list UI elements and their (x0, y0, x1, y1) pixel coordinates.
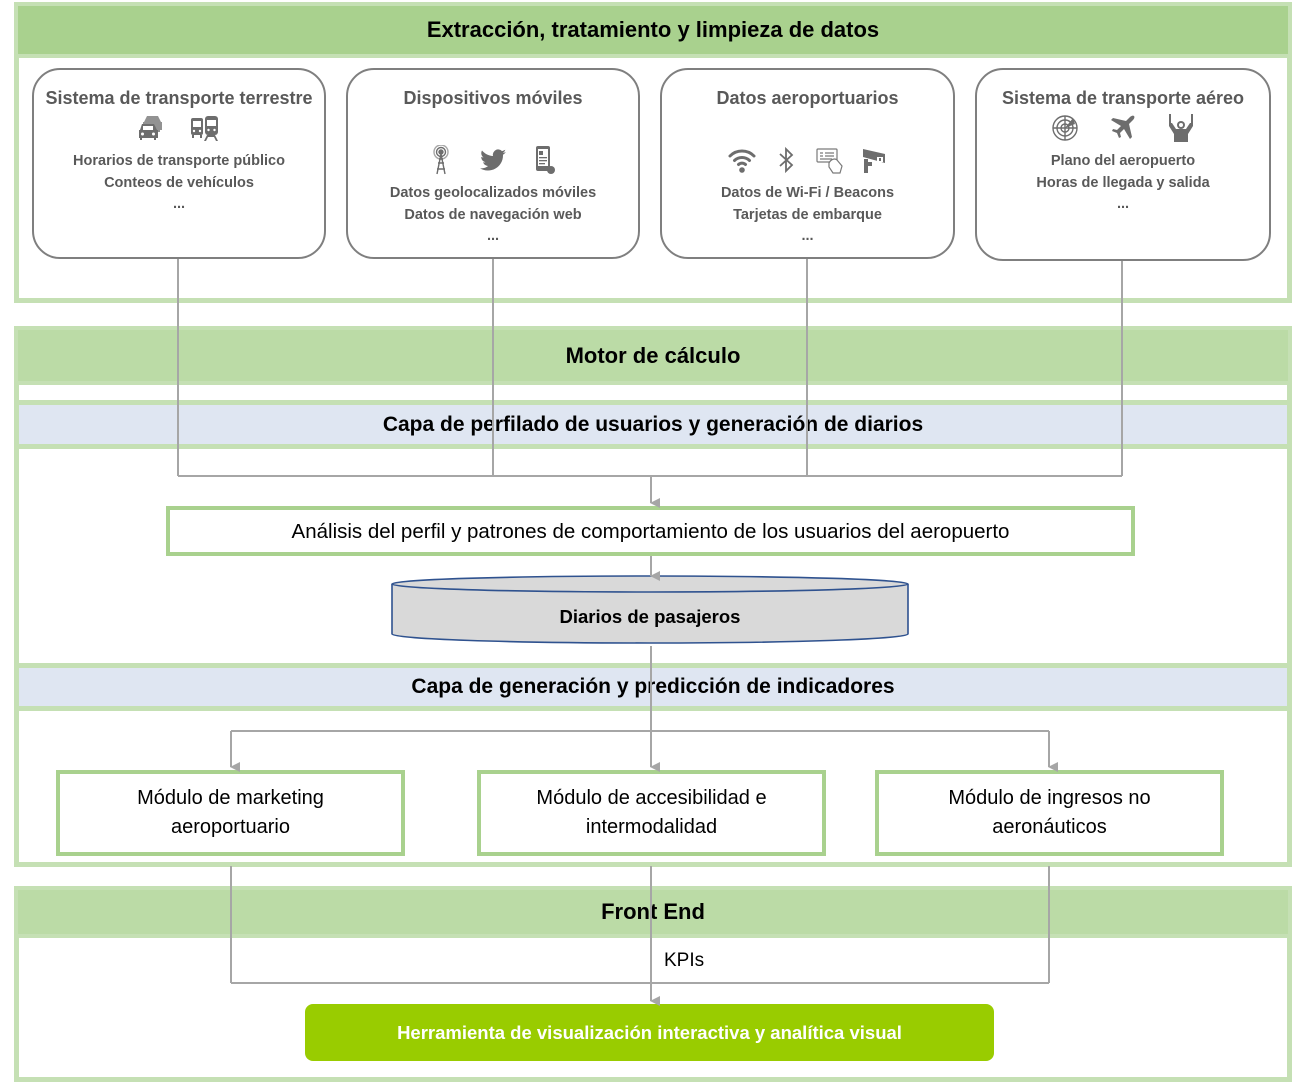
module-line: intermodalidad (585, 816, 718, 838)
profiling-layer-band: Capa de perfilado de usuarios y generaci… (14, 400, 1292, 449)
indicators-layer-title: Capa de generación y predicción de indic… (411, 675, 895, 698)
source-line: Horarios de transporte público (73, 153, 285, 169)
source-box-mobile-devices: Dispositivos móviles Datos geolocalizado… (346, 68, 640, 259)
passenger-diaries-database (391, 575, 909, 644)
frontend-title: Front End (601, 899, 705, 924)
source-line: Conteos de vehículos (104, 175, 254, 191)
radar-icon (1050, 113, 1080, 148)
analysis-box: Análisis del perfil y patrones de compor… (166, 506, 1135, 556)
source-line-ellipsis: ... (1116, 196, 1130, 212)
source-line: Datos geolocalizados móviles (389, 185, 597, 201)
kpis-label: KPIs (664, 950, 705, 971)
analysis-text: Análisis del perfil y patrones de compor… (291, 519, 1010, 543)
twitter-bird-icon (478, 145, 508, 180)
visualization-tool-label: Herramienta de visualización interactiva… (397, 1021, 902, 1043)
source-title: Datos aeroportuarios (716, 88, 899, 108)
indicators-layer-band: Capa de generación y predicción de indic… (14, 663, 1292, 711)
security-camera-icon (859, 145, 889, 180)
module-line: aeronáuticos (992, 816, 1107, 838)
module-line: Módulo de ingresos no (948, 787, 1151, 809)
source-line-ellipsis: ... (172, 196, 186, 212)
source-box-airport-data: Datos aeroportuarios Datos de Wi-Fi / Be… (660, 68, 955, 259)
car-traffic-icon (138, 113, 168, 148)
module-line: Módulo de accesibilidad e (536, 787, 767, 809)
boarding-card-icon (815, 145, 845, 180)
source-line: Horas de llegada y salida (1036, 175, 1210, 191)
bluetooth-icon (771, 145, 801, 180)
mobile-touch-icon (530, 145, 560, 180)
module-line: aeroportuario (171, 816, 290, 838)
source-box-air-transport: Sistema de transporte aéreo Plano del ae… (975, 68, 1271, 261)
module-accessibility: Módulo de accesibilidad e intermodalidad (477, 770, 826, 856)
source-title: Sistema de transporte aéreo (1001, 88, 1245, 108)
extraction-title: Extracción, tratamiento y limpieza de da… (426, 17, 880, 42)
database-top (391, 575, 909, 593)
source-line-ellipsis: ... (486, 228, 500, 244)
engine-title: Motor de cálculo (565, 342, 741, 368)
database-label: Diarios de pasajeros (559, 606, 741, 627)
module-line: Módulo de marketing (137, 787, 324, 809)
source-title: Sistema de transporte terrestre (45, 88, 313, 108)
visualization-tool-box[interactable]: Herramienta de visualización interactiva… (305, 1004, 994, 1061)
airplane-icon (1108, 113, 1138, 148)
bus-train-icon (190, 113, 220, 148)
ground-marshaller-icon (1166, 113, 1196, 148)
module-non-aero-revenue: Módulo de ingresos no aeronáuticos (875, 770, 1224, 856)
frontend-header: Front End (14, 886, 1292, 938)
wifi-icon (727, 145, 757, 180)
source-line: Datos de navegación web (404, 207, 582, 223)
antenna-tower-icon (426, 143, 456, 180)
source-line: Tarjetas de embarque (733, 207, 882, 223)
source-title: Dispositivos móviles (403, 88, 583, 108)
source-line: Datos de Wi-Fi / Beacons (720, 185, 895, 201)
engine-header: Motor de cálculo (14, 326, 1292, 385)
module-marketing: Módulo de marketing aeroportuario (56, 770, 405, 856)
source-line-ellipsis: ... (801, 228, 814, 244)
extraction-header: Extracción, tratamiento y limpieza de da… (14, 2, 1292, 58)
source-line: Plano del aeropuerto (1050, 153, 1196, 169)
source-box-ground-transport: Sistema de transporte terrestre Horarios… (32, 68, 326, 259)
database-body (391, 584, 909, 644)
profiling-layer-title: Capa de perfilado de usuarios y generaci… (382, 412, 924, 436)
